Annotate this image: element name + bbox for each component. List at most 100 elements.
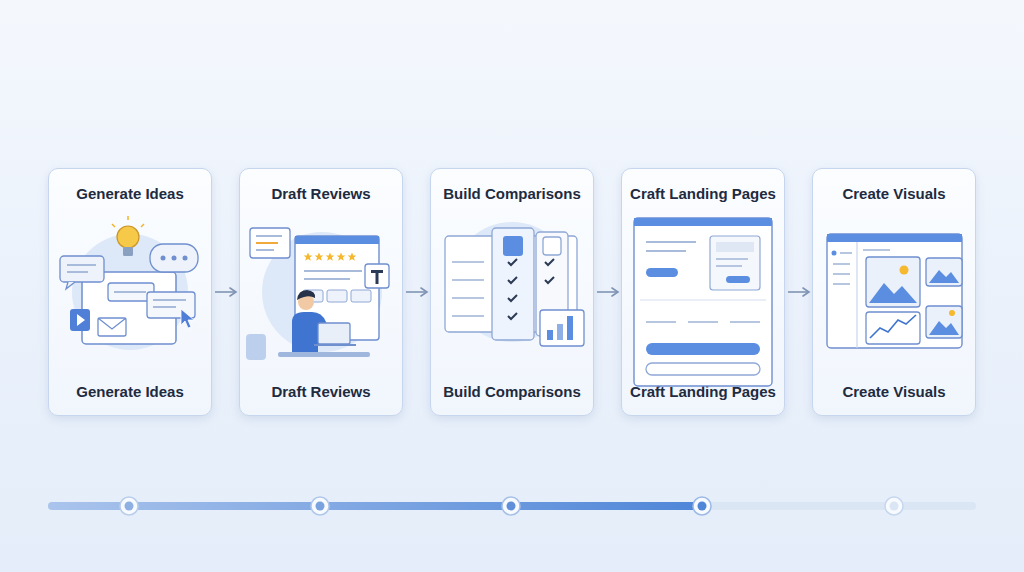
ideas-illustration-part	[153, 299, 186, 301]
landing-page-illustration-part	[646, 343, 760, 355]
reviews-illustration-part	[315, 253, 324, 261]
visuals-illustration-part	[949, 310, 955, 316]
comparison-illustration-part	[543, 237, 561, 255]
step-card: Draft ReviewsDraft Reviews	[239, 168, 403, 416]
ideas-illustration-part	[123, 247, 133, 256]
ideas-illustration-part	[77, 314, 85, 326]
visuals-illustration-part	[869, 283, 917, 303]
visuals-illustration-part	[926, 306, 962, 338]
reviews-illustration-part	[351, 290, 371, 302]
landing-page-illustration-part	[646, 268, 678, 277]
comparison-illustration-part	[492, 228, 534, 340]
step-label: Draft Reviews	[271, 383, 370, 401]
reviews-illustration-part	[292, 312, 334, 352]
ideas-illustration-part	[82, 272, 176, 344]
step-card: Build ComparisonsBuild Comparisons	[430, 168, 594, 416]
reviews-illustration-part	[256, 242, 278, 244]
comparison-illustration-part	[567, 316, 573, 340]
progress-timeline-part	[890, 502, 899, 511]
ideas-illustration-part	[153, 306, 176, 308]
visuals-illustration-part	[863, 249, 890, 251]
comparison-illustration-part	[545, 277, 554, 283]
reviews-illustration-part	[348, 253, 357, 261]
landing-page-illustration-part	[716, 242, 754, 252]
landing-page-illustration-part	[710, 236, 760, 290]
comparison-illustration-part	[508, 259, 517, 265]
reviews-illustration-part	[278, 352, 370, 357]
comparison-illustration-part	[536, 232, 568, 336]
landing-page-illustration-part	[634, 218, 772, 226]
reviews-illustration-part	[246, 334, 266, 360]
comparison-illustration-part	[503, 236, 523, 256]
comparison-illustration	[445, 222, 584, 346]
step-card: Craft Landing PagesCraft Landing Pages	[621, 168, 785, 416]
visuals-illustration	[827, 234, 962, 348]
progress-timeline-part	[125, 502, 134, 511]
reviews-illustration-part	[297, 290, 315, 300]
landing-page-illustration-part	[716, 265, 742, 267]
reviews-illustration-part	[250, 228, 290, 258]
ideas-illustration-part	[98, 318, 126, 329]
landing-page-illustration-part	[646, 241, 696, 243]
ideas-illustration-part	[72, 234, 188, 350]
ideas-illustration-part	[161, 256, 166, 261]
progress-timeline	[48, 497, 976, 515]
reviews-illustration-part	[304, 270, 362, 272]
step-card: Create VisualsCreate Visuals	[812, 168, 976, 416]
landing-page-illustration-part	[688, 321, 718, 323]
landing-page-illustration-part	[646, 363, 760, 375]
visuals-illustration-part	[929, 270, 959, 283]
ideas-illustration	[60, 216, 198, 350]
step-title: Draft Reviews	[271, 185, 370, 203]
visuals-illustration-part	[832, 251, 837, 256]
ideas-illustration-part	[181, 309, 194, 328]
reviews-illustration-part	[256, 249, 274, 251]
visuals-illustration-part	[827, 234, 962, 242]
step-label: Generate Ideas	[76, 383, 184, 401]
landing-page-illustration-part	[716, 258, 748, 260]
reviews-illustration-part	[365, 264, 389, 288]
ideas-illustration-part	[147, 292, 195, 318]
flow-arrow	[788, 291, 809, 293]
progress-timeline-part	[693, 497, 711, 515]
ideas-illustration-part	[66, 282, 75, 289]
progress-timeline-part	[48, 502, 976, 510]
comparison-illustration-part	[557, 324, 563, 340]
reviews-illustration-part	[262, 232, 382, 352]
progress-timeline-part	[48, 502, 702, 510]
flow-arrow	[215, 291, 236, 293]
landing-page-illustration-part	[634, 218, 772, 386]
landing-page-illustration-part	[640, 299, 766, 300]
reviews-illustration-part	[256, 235, 282, 237]
ideas-illustration-part	[114, 291, 146, 293]
step-card: Generate IdeasGenerate Ideas	[48, 168, 212, 416]
progress-timeline-part	[698, 502, 707, 511]
ideas-illustration-part	[172, 256, 177, 261]
ideas-illustration-part	[70, 309, 90, 331]
step-title: Create Visuals	[842, 185, 945, 203]
visuals-illustration-part	[900, 266, 909, 275]
comparison-illustration-part	[452, 297, 484, 299]
reviews-illustration-part	[337, 253, 346, 261]
landing-page-illustration-part	[730, 321, 760, 323]
comparison-illustration-part	[452, 261, 484, 263]
reviews-illustration-part	[298, 294, 314, 310]
comparison-illustration-part	[540, 310, 584, 346]
reviews-illustration-part	[318, 323, 350, 344]
ideas-illustration-part	[127, 216, 129, 220]
ideas-illustration-part	[150, 244, 198, 272]
step-title: Generate Ideas	[76, 185, 184, 203]
landing-page-illustration-part	[646, 250, 686, 252]
progress-timeline-part	[120, 497, 138, 515]
comparison-illustration-part	[545, 259, 554, 265]
comparison-illustration-part	[547, 330, 553, 340]
reviews-illustration-part	[314, 344, 356, 346]
reviews-illustration-part	[304, 253, 313, 261]
landing-page-illustration-part	[646, 321, 676, 323]
step-label: Build Comparisons	[443, 383, 581, 401]
comparison-illustration-part	[452, 315, 484, 317]
reviews-illustration-part	[303, 290, 323, 302]
ideas-illustration-part	[112, 224, 115, 227]
